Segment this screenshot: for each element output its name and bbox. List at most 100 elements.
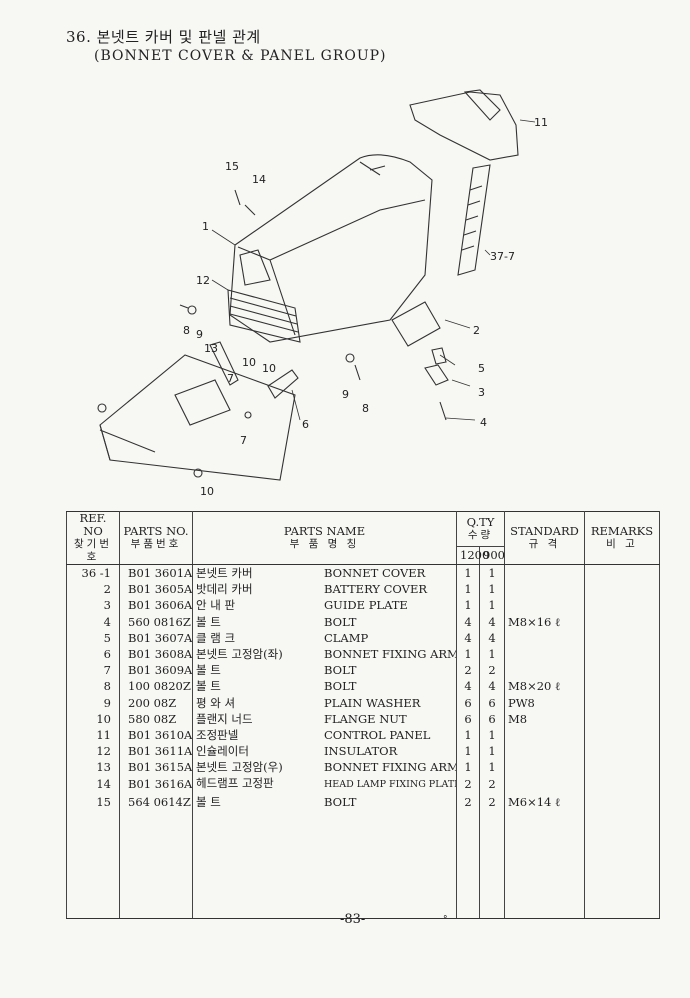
part-number-cell: 100 0820Z — [119, 678, 193, 695]
standard-cell — [504, 662, 585, 679]
part-name-korean: 조정판넬 — [196, 727, 239, 742]
standard-cell — [504, 743, 585, 760]
part-name-english: BOLT — [324, 614, 357, 629]
header-qty: Q.TY 수량 — [456, 511, 505, 547]
qty-1200-cell: 1 — [456, 743, 480, 760]
part-number-cell: 564 0614Z — [119, 793, 193, 810]
empty-cell — [66, 809, 120, 919]
part-name-cell: 인슐레이터 INSULATOR — [192, 743, 457, 760]
standard-cell: M8×20 ℓ — [504, 678, 585, 695]
part-number-cell: B01 3616A — [119, 775, 193, 794]
header-qty-1200: 1200 — [456, 545, 489, 566]
header-parts-name-label-kr: 부 품 명 칭 — [289, 538, 360, 550]
part-name-korean: 밧데리 카버 — [196, 582, 253, 597]
part-name-cell: 볼 트 BOLT — [192, 793, 457, 810]
part-name-korean: 볼 트 — [196, 614, 221, 629]
callout-6: 6 — [302, 418, 309, 431]
exploded-parts-diagram: 15 14 1 12 8 9 13 10 10 7 7 6 9 8 10 11 … — [97, 89, 548, 498]
qty-1200-cell: 1 — [456, 645, 480, 663]
part-name-english: BONNET FIXING ARM — [324, 760, 457, 775]
qty-900-cell: 4 — [479, 678, 505, 695]
qty-900-cell: 1 — [479, 743, 505, 760]
standard-cell — [504, 597, 585, 614]
ref-cell: 10 — [66, 710, 120, 727]
qty-1200-cell: 4 — [456, 613, 480, 630]
part-name-english: CLAMP — [324, 630, 369, 645]
remarks-cell — [584, 710, 660, 727]
callout-10a: 10 — [242, 356, 256, 369]
remarks-cell — [584, 629, 660, 646]
part-name-english: INSULATOR — [324, 744, 398, 759]
part-name-korean: 본넷트 카버 — [196, 566, 253, 581]
part-name-korean: 플랜지 너드 — [196, 711, 253, 726]
part-name-korean: 본넷트 고정암(우) — [196, 760, 283, 775]
ref-cell: 36 -1 — [66, 564, 120, 582]
callout-12: 12 — [196, 274, 210, 287]
standard-cell: M6×14 ℓ — [504, 793, 585, 810]
part-number-cell: 560 0816Z — [119, 613, 193, 630]
remarks-cell — [584, 759, 660, 776]
standard-cell — [504, 564, 585, 582]
qty-900-cell: 1 — [479, 726, 505, 744]
ref-cell: 2 — [66, 581, 120, 598]
header-remarks-label: REMARKS — [590, 524, 654, 538]
part-name-korean: 평 와 셔 — [196, 695, 236, 710]
part-name-english: BOLT — [324, 663, 357, 678]
part-number-cell: B01 3615A — [119, 759, 193, 776]
callout-9a: 9 — [196, 328, 203, 341]
header-remarks: REMARKS 비 고 — [584, 511, 660, 565]
section-title-english: (BONNET COVER & PANEL GROUP) — [94, 48, 387, 64]
callout-1: 1 — [202, 220, 209, 233]
callout-11: 11 — [534, 116, 548, 129]
header-parts-no-label: PARTS NO. — [123, 524, 189, 538]
part-name-english: FLANGE NUT — [324, 711, 407, 726]
callout-7b: 7 — [240, 434, 247, 447]
standard-cell — [504, 629, 585, 646]
part-name-cell: 본넷트 고정암(좌)BONNET FIXING ARM — [192, 645, 457, 663]
part-name-cell: 플랜지 너드 FLANGE NUT — [192, 710, 457, 727]
part-name-korean: 인슐레이터 — [196, 744, 249, 759]
callout-3: 3 — [478, 386, 485, 399]
remarks-cell — [584, 662, 660, 679]
part-name-korean: 볼 트 — [196, 794, 221, 809]
ref-cell: 12 — [66, 743, 120, 760]
part-name-english: GUIDE PLATE — [324, 598, 408, 613]
part-name-korean: 안 내 판 — [196, 598, 236, 613]
qty-900-cell: 2 — [479, 662, 505, 679]
callout-14: 14 — [252, 173, 266, 186]
qty-900-cell: 1 — [479, 564, 505, 582]
empty-cell — [192, 809, 457, 919]
part-number-cell: B01 3605A — [119, 581, 193, 598]
qty-1200-cell: 1 — [456, 564, 480, 582]
header-ref-label: REF. NO — [79, 511, 107, 538]
ref-cell: 6 — [66, 645, 120, 663]
qty-900-cell: 1 — [479, 581, 505, 598]
callout-5: 5 — [478, 362, 485, 375]
ref-cell: 13 — [66, 759, 120, 776]
remarks-cell — [584, 645, 660, 663]
remarks-cell — [584, 613, 660, 630]
qty-1200-cell: 2 — [456, 775, 480, 794]
remarks-cell — [584, 694, 660, 711]
part-name-korean: 본넷트 고정암(좌) — [196, 647, 283, 662]
ref-cell: 5 — [66, 629, 120, 646]
remarks-cell — [584, 564, 660, 582]
part-name-english: HEAD LAMP FIXING PLATE — [324, 779, 457, 791]
empty-cell — [504, 809, 585, 919]
part-name-english: BATTERY COVER — [324, 582, 428, 597]
callout-2: 2 — [473, 324, 480, 337]
ref-cell: 15 — [66, 793, 120, 810]
remarks-cell — [584, 597, 660, 614]
qty-1200-cell: 6 — [456, 710, 480, 727]
table-filler-row — [66, 809, 660, 919]
part-name-english: BOLT — [324, 794, 357, 809]
